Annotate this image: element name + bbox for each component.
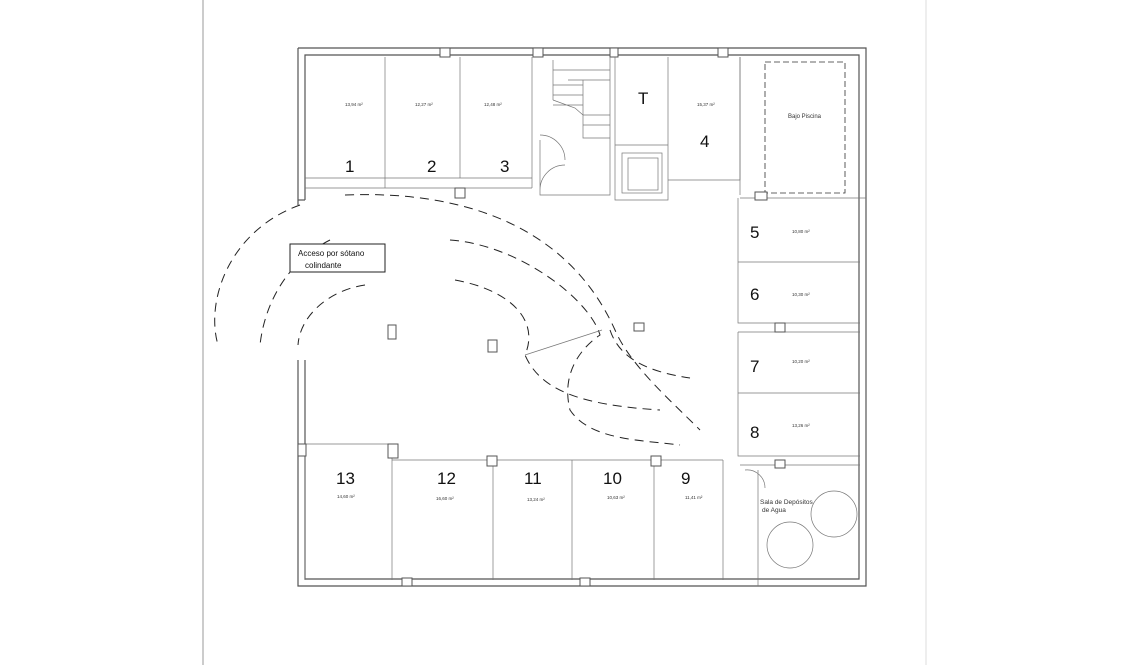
room-number-8: 8 bbox=[750, 423, 759, 442]
room-number-9: 9 bbox=[681, 469, 690, 488]
toilet-label: T bbox=[638, 89, 648, 108]
room-area-8: 13,26 m² bbox=[792, 423, 810, 428]
room-area-3: 12,48 m² bbox=[484, 102, 502, 107]
top-rooms bbox=[305, 47, 729, 199]
water-room-label-line1: Sala de Depósitos bbox=[760, 499, 814, 506]
pool-label: Bajo Piscina bbox=[788, 114, 822, 120]
room-number-13: 13 bbox=[336, 469, 355, 488]
access-label-line2: colindante bbox=[305, 261, 342, 270]
room-area-13: 14,60 m² bbox=[337, 494, 355, 499]
access-label-box: Acceso por sótano colindante bbox=[289, 243, 386, 273]
room-area-11: 13,24 m² bbox=[527, 497, 545, 502]
room-number-1: 1 bbox=[345, 157, 354, 176]
room-area-9: 11,41 m² bbox=[685, 495, 703, 500]
room-area-7: 10,20 m² bbox=[792, 359, 810, 364]
right-rooms bbox=[737, 198, 860, 586]
room-area-2: 12,27 m² bbox=[415, 102, 433, 107]
toilet-and-elevator bbox=[614, 57, 741, 201]
room-number-4: 4 bbox=[700, 132, 709, 151]
room-number-2: 2 bbox=[427, 157, 436, 176]
room-area-1: 13,94 m² bbox=[345, 102, 363, 107]
room-number-5: 5 bbox=[750, 223, 759, 242]
room-number-7: 7 bbox=[750, 357, 759, 376]
ramp-curves bbox=[214, 194, 701, 446]
room-number-11: 11 bbox=[524, 469, 542, 488]
room-number-12: 12 bbox=[437, 469, 456, 488]
room-number-6: 6 bbox=[750, 285, 759, 304]
room-number-10: 10 bbox=[603, 469, 622, 488]
room-area-5: 10,80 m² bbox=[792, 229, 810, 234]
room-area-10: 10,63 m² bbox=[607, 495, 625, 500]
access-label-line1: Acceso por sótano bbox=[298, 249, 365, 258]
room-area-12: 16,60 m² bbox=[436, 496, 454, 501]
room-number-3: 3 bbox=[500, 157, 509, 176]
water-room-label-line2: de Agua bbox=[762, 507, 786, 514]
room-area-4: 15,37 m² bbox=[697, 102, 715, 107]
room-area-6: 10,30 m² bbox=[792, 292, 810, 297]
stairs bbox=[539, 57, 611, 196]
bottom-rooms bbox=[297, 443, 724, 587]
pool-zone bbox=[739, 57, 866, 201]
